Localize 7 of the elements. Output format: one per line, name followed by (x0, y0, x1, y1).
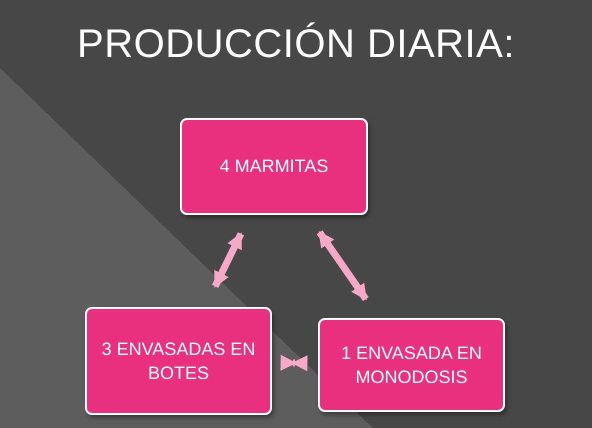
double-arrow (212, 232, 244, 288)
process-box: 1 ENVASADA EN MONODOSIS (318, 318, 505, 412)
process-box: 4 MARMITAS (180, 118, 368, 215)
title: PRODUCCIÓN DIARIA: (76, 22, 516, 67)
double-arrow (316, 230, 369, 302)
double-arrow (280, 354, 308, 372)
process-box: 3 ENVASADAS EN BOTES (85, 307, 272, 415)
